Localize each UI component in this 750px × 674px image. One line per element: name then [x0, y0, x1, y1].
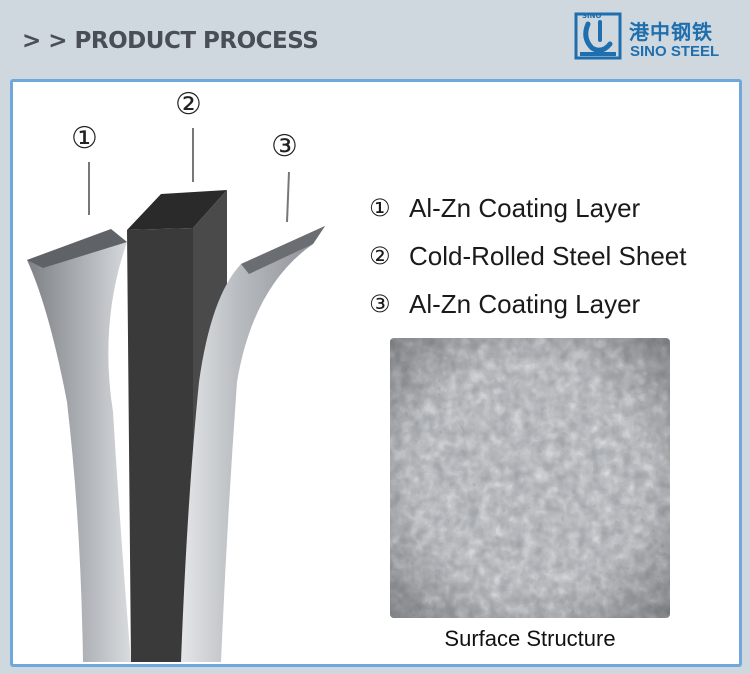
legend-item-2: ② Cold-Rolled Steel Sheet — [369, 232, 687, 280]
coating-layer-right-edge — [241, 226, 325, 274]
legend-number: ① — [369, 194, 391, 222]
page-title: > > PRODUCT PROCESS — [22, 28, 319, 54]
spangle-texture — [390, 338, 670, 618]
legend-number: ② — [369, 242, 391, 270]
legend-label: Cold-Rolled Steel Sheet — [409, 240, 687, 271]
coating-layer-right — [181, 226, 325, 662]
marker-1: ① — [71, 121, 98, 156]
logo-english-name: SINO STEEL — [630, 43, 720, 60]
surface-caption: Surface Structure — [444, 626, 616, 651]
legend-label: Al-Zn Coating Layer — [409, 192, 641, 223]
surface-structure-image — [390, 338, 670, 618]
logo-chinese-name: 港中钢铁 — [629, 20, 713, 44]
legend-item-1: ① Al-Zn Coating Layer — [369, 184, 687, 232]
marker-3: ③ — [271, 129, 298, 164]
sino-steel-logo-icon — [574, 12, 622, 60]
brand-logo: SINO 港中钢铁 SINO STEEL — [574, 10, 734, 66]
coating-layer-left-edge — [27, 229, 127, 268]
steel-core-top — [127, 190, 227, 230]
logo-mark-text: SINO — [582, 12, 602, 20]
legend-number: ③ — [369, 290, 391, 318]
diagram-panel: ① ② ③ ① Al-Zn Coating Layer ② Cold-Rolle… — [10, 79, 742, 667]
header: > > PRODUCT PROCESS SINO 港中钢铁 SINO STEEL — [0, 0, 750, 78]
marker-2: ② — [175, 87, 202, 122]
legend-label: Al-Zn Coating Layer — [409, 288, 641, 319]
layer-illustration — [27, 128, 325, 662]
coating-layer-left — [27, 229, 131, 662]
steel-core-front — [127, 228, 193, 662]
pointer-line-3 — [286, 171, 290, 223]
legend: ① Al-Zn Coating Layer ② Cold-Rolled Stee… — [369, 184, 687, 328]
legend-item-3: ③ Al-Zn Coating Layer — [369, 280, 687, 328]
